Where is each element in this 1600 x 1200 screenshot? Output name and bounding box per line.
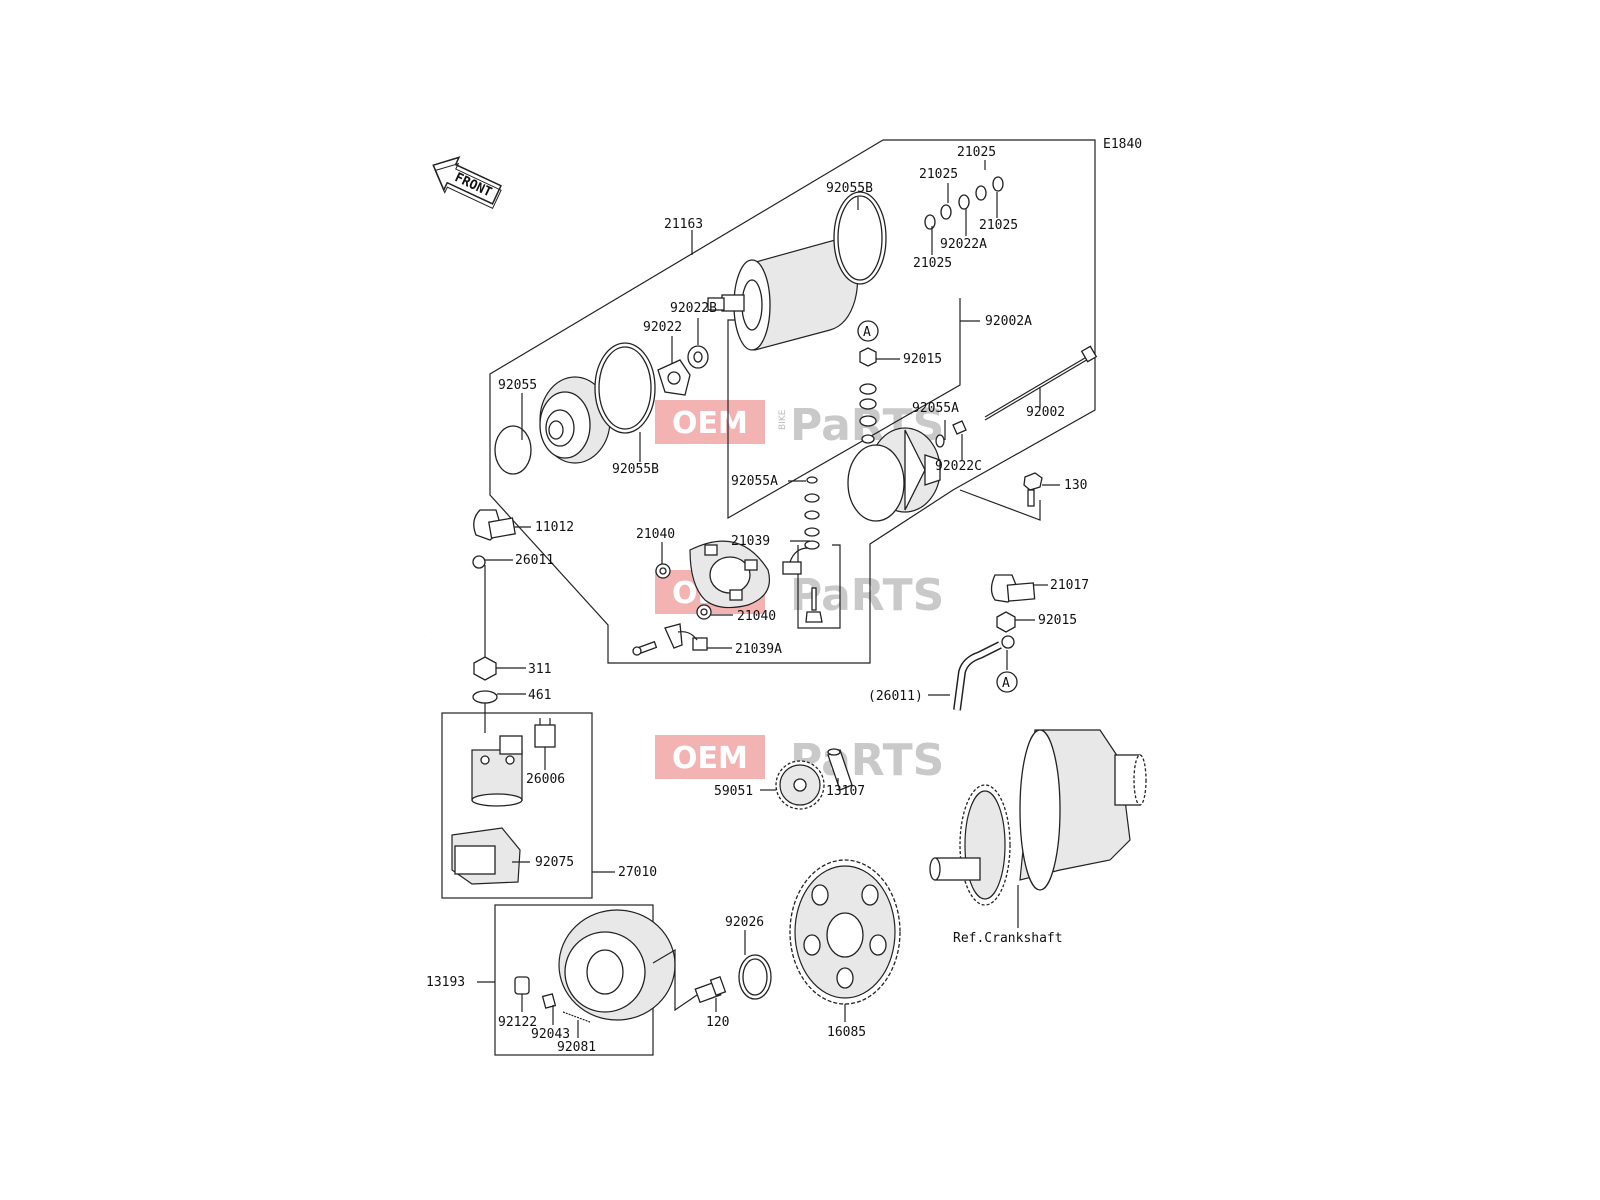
callout-92026: 92026	[725, 915, 764, 930]
callout-21040-top: 21040	[636, 527, 675, 542]
callout-92043: 92043	[531, 1027, 570, 1042]
callout-26011: 26011	[515, 553, 554, 568]
terminal-stack	[859, 347, 877, 444]
o-ring-92055a-left	[806, 476, 818, 484]
svg-text:BIKE: BIKE	[778, 409, 788, 430]
callout-11012: 11012	[535, 520, 574, 535]
marker-a-top	[857, 320, 879, 342]
callout-21039a: 21039A	[735, 642, 782, 657]
callout-92022: 92022	[643, 320, 682, 335]
callout-92002a: 92002A	[985, 314, 1032, 329]
motor-yoke	[707, 239, 859, 351]
cable-26011-right	[953, 635, 1015, 711]
callout-92055a-right: 92055A	[912, 401, 959, 416]
callout-21039: 21039	[731, 534, 770, 549]
bolt-130	[1023, 472, 1043, 507]
front-arrow-icon: FRONT	[432, 156, 502, 209]
brush-21039a	[664, 623, 708, 651]
fuse-26006	[534, 718, 556, 748]
front-cover	[539, 376, 611, 464]
screw-brush	[632, 640, 658, 656]
callout-92075: 92075	[535, 855, 574, 870]
o-ring-92055	[494, 425, 532, 475]
roller-92122	[514, 976, 530, 995]
cable-26011	[422, 555, 486, 636]
thrust-washer	[657, 345, 709, 396]
starter-assembly-outline	[489, 139, 1096, 664]
callout-92015-bottom: 92015	[1038, 613, 1077, 628]
svg-text:A: A	[1002, 676, 1010, 691]
callout-21025-d: 21025	[913, 256, 952, 271]
callout-92122: 92122	[498, 1015, 537, 1030]
callout-92055a-left: 92055A	[731, 474, 778, 489]
brush-plate	[689, 540, 770, 609]
callout-21025-c: 21025	[979, 218, 1018, 233]
svg-text:OEM: OEM	[672, 741, 748, 776]
callout-92081: 92081	[557, 1040, 596, 1055]
callout-92022a: 92022A	[940, 237, 987, 252]
callout-461: 461	[528, 688, 551, 703]
terminal-insulators	[804, 493, 820, 550]
rear-cover	[847, 427, 941, 522]
relay-box-outline	[441, 712, 593, 899]
washer-stack	[924, 176, 1004, 230]
watermark-3: OEM PaRTS	[655, 735, 944, 786]
callout-26006: 26006	[526, 772, 565, 787]
brush-21039	[782, 547, 823, 623]
plunger-92043	[541, 993, 557, 1009]
callout-21025-b: 21025	[919, 167, 958, 182]
leader-lines	[477, 160, 1060, 1038]
callout-21017: 21017	[1050, 578, 1089, 593]
ref-crankshaft-label: Ref.Crankshaft	[953, 931, 1063, 946]
callout-59051: 59051	[714, 784, 753, 799]
callout-13193: 13193	[426, 975, 465, 990]
callout-120: 120	[706, 1015, 729, 1030]
nut-92015-bottom	[996, 611, 1016, 633]
svg-text:A: A	[863, 325, 871, 340]
callout-labels: 21163 92055B 21025 21025 21025 92022A 21…	[426, 145, 1089, 1055]
callout-92055b-top: 92055B	[826, 181, 873, 196]
crankshaft	[929, 729, 1147, 906]
callout-311: 311	[528, 662, 551, 677]
callout-21163: 21163	[664, 217, 703, 232]
rubber-cap-11012	[473, 509, 516, 541]
callout-27010: 27010	[618, 865, 657, 880]
o-ring-92055a-right	[935, 434, 945, 448]
callout-16085: 16085	[827, 1025, 866, 1040]
starter-clutch-13193	[558, 909, 676, 1021]
rubber-cap-21017	[990, 574, 1036, 603]
starter-relay	[471, 735, 523, 807]
marker-a-bottom	[996, 671, 1018, 693]
callout-92022b: 92022B	[670, 301, 717, 316]
spring-92081	[562, 1011, 591, 1023]
callout-21040-bottom: 21040	[737, 609, 776, 624]
idler-shaft-13107	[827, 748, 853, 791]
washer-461	[472, 690, 498, 704]
callout-92055: 92055	[498, 378, 537, 393]
through-bolt	[984, 345, 1098, 421]
callout-92055b-bottom: 92055B	[612, 462, 659, 477]
starter-clutch-gear-16085	[789, 859, 901, 1005]
svg-text:OEM: OEM	[672, 406, 748, 441]
bolt-120	[694, 975, 727, 1004]
relay-cover-92075	[451, 827, 521, 885]
diagram-code: E1840	[1103, 137, 1142, 152]
callout-130: 130	[1064, 478, 1087, 493]
idler-gear-59051	[775, 760, 825, 810]
callout-21025-a: 21025	[957, 145, 996, 160]
collar-92022c	[952, 420, 967, 435]
callout-92002: 92002	[1026, 405, 1065, 420]
callout-26011-ref: (26011)	[868, 689, 923, 704]
callout-92022c: 92022C	[935, 459, 982, 474]
nut-311	[473, 656, 497, 681]
callout-13107: 13107	[826, 784, 865, 799]
callout-92015-top: 92015	[903, 352, 942, 367]
